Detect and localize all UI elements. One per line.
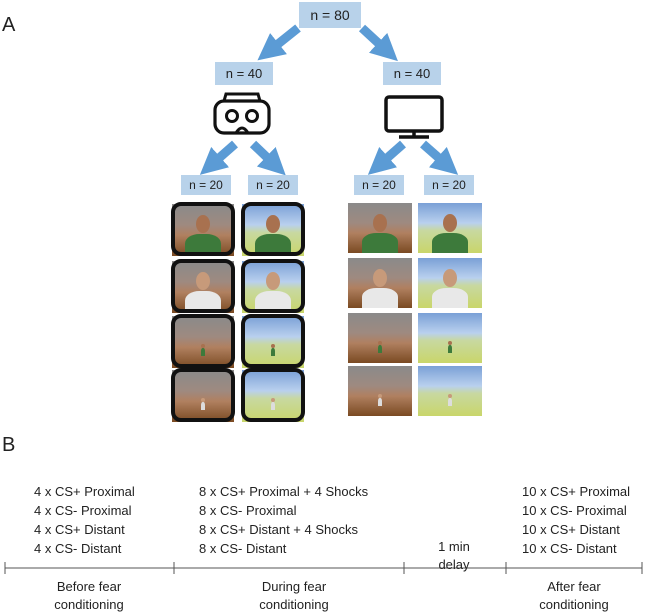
screen-room-proximal-csminus [348, 258, 412, 308]
arrow-vr-right [249, 140, 286, 176]
after-trial-2: 10 x CS- Proximal [522, 503, 627, 518]
screen-room-distant-csplus [348, 313, 412, 363]
before-trial-2: 4 x CS- Proximal [34, 503, 132, 518]
monitor-icon [384, 95, 444, 139]
screen-field-distant-csplus [418, 313, 482, 363]
arrow-top-left [257, 24, 301, 61]
delay-label: 1 min delay [438, 539, 470, 572]
vr-headset-icon [213, 92, 271, 135]
vr-room-distant-csplus [172, 316, 234, 368]
during-trial-4: 8 x CS- Distant [199, 541, 287, 556]
during-trials: 8 x CS+ Proximal + 4 Shocks 8 x CS- Prox… [199, 482, 368, 558]
vr-room-proximal-csminus [172, 261, 234, 313]
screen-field-proximal-csminus [418, 258, 482, 308]
panel-label-b: B [2, 434, 16, 456]
after-trial-1: 10 x CS+ Proximal [522, 484, 631, 499]
before-trial-1: 4 x CS+ Proximal [34, 484, 135, 499]
screen-room-distant-csminus [348, 366, 412, 416]
after-trials: 10 x CS+ Proximal 10 x CS- Proximal 10 x… [522, 482, 630, 558]
phase-after-label: After fear conditioning [539, 579, 609, 612]
screen-n40-box: n = 40 [383, 62, 441, 85]
before-trials: 4 x CS+ Proximal 4 x CS- Proximal 4 x CS… [34, 482, 135, 558]
during-trial-1: 8 x CS+ Proximal + 4 Shocks [199, 484, 369, 499]
after-trial-4: 10 x CS- Distant [522, 541, 617, 556]
vr-n40-box: n = 40 [215, 62, 273, 85]
screen-field-distant-csminus [418, 366, 482, 416]
phase-during-label: During fear conditioning [259, 579, 329, 612]
screen-left-n20-box: n = 20 [354, 175, 404, 195]
arrow-top-right [358, 24, 398, 62]
vr-room-proximal-csplus [172, 204, 234, 256]
vr-left-n20-box: n = 20 [181, 175, 231, 195]
vr-field-proximal-csplus [242, 204, 304, 256]
before-trial-4: 4 x CS- Distant [34, 541, 122, 556]
arrow-vr-left [199, 140, 238, 175]
vr-room-distant-csminus [172, 370, 234, 422]
arrow-screen-left [367, 140, 406, 175]
during-trial-3: 8 x CS+ Distant + 4 Shocks [199, 522, 358, 537]
panel-label-a: A [2, 14, 16, 36]
arrow-screen-right [420, 140, 459, 175]
n80-box: n = 80 [299, 2, 361, 28]
vr-field-proximal-csminus [242, 261, 304, 313]
phase-before-label: Before fear conditioning [54, 579, 124, 612]
during-trial-2: 8 x CS- Proximal [199, 503, 297, 518]
vr-field-distant-csplus [242, 316, 304, 368]
screen-field-proximal-csplus [418, 203, 482, 253]
before-trial-3: 4 x CS+ Distant [34, 522, 125, 537]
vr-right-n20-box: n = 20 [248, 175, 298, 195]
screen-room-proximal-csplus [348, 203, 412, 253]
after-trial-3: 10 x CS+ Distant [522, 522, 620, 537]
vr-field-distant-csminus [242, 370, 304, 422]
screen-right-n20-box: n = 20 [424, 175, 474, 195]
